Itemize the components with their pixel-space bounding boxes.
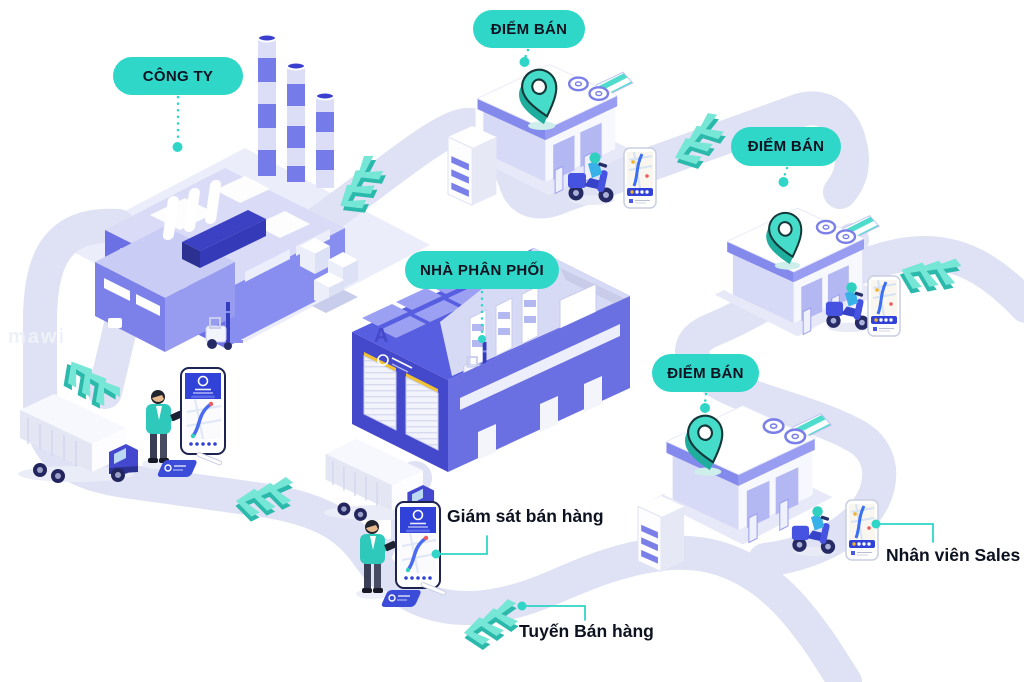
- annotation-sales-route: Tuyến Bán hàng: [519, 621, 654, 641]
- phone-app-icon: [394, 500, 442, 590]
- truck-icon: [17, 393, 139, 484]
- watermark: mawi: [8, 326, 67, 348]
- smokestack-icon: [257, 33, 335, 188]
- phone-map-icon: [866, 274, 902, 338]
- cooler-cabinet-icon: [637, 495, 685, 573]
- label-pill-distributor-text: NHÀ PHÂN PHỐI: [420, 261, 544, 279]
- label-pill-company-text: CÔNG TY: [142, 67, 214, 85]
- label-pill-pos-top: ĐIỂM BÁN: [473, 10, 585, 48]
- phone-app-icon: [179, 366, 227, 456]
- label-connectors: [176, 48, 934, 621]
- salesperson-icon: [142, 390, 183, 469]
- annotation-sales-supervisor: Giám sát bán hàng: [447, 506, 604, 526]
- road-right-exit: [831, 236, 1024, 323]
- dock-label: A: [374, 325, 388, 347]
- warehouse-illustration: A: [352, 248, 630, 540]
- annotation-sales-rep: Nhân viên Sales: [886, 545, 1021, 565]
- phone-map-icon: [844, 498, 880, 562]
- phone-map-icon: [622, 146, 658, 210]
- connector-dots: [172, 57, 881, 611]
- cooler-cabinet-icon: [447, 125, 497, 206]
- label-pill-pos-bottom-text: ĐIỂM BÁN: [667, 364, 744, 382]
- label-pill-pos-bottom: ĐIỂM BÁN: [652, 354, 759, 392]
- road-top: [275, 91, 869, 259]
- label-pill-distributor: NHÀ PHÂN PHỐI: [405, 251, 559, 289]
- factory-illustration: [95, 33, 345, 352]
- warehouse-logo: [377, 354, 413, 373]
- label-pill-pos-right: ĐIỂM BÁN: [731, 127, 841, 166]
- label-pill-pos-right-text: ĐIỂM BÁN: [747, 138, 825, 155]
- label-pill-pos-top-text: ĐIỂM BÁN: [490, 20, 568, 38]
- label-pill-company: CÔNG TY: [113, 57, 243, 95]
